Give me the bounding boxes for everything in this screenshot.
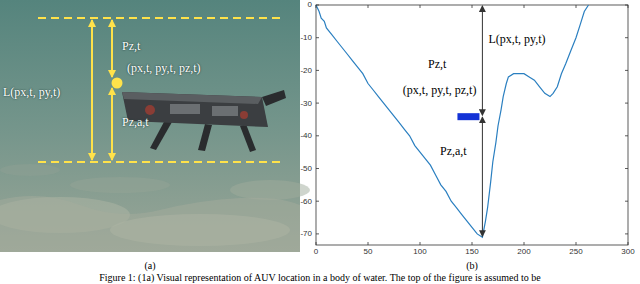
axis-tick — [316, 135, 319, 136]
axis-tick — [316, 201, 319, 202]
axis-tick — [472, 242, 473, 245]
axis-tick-label: -30 — [300, 99, 312, 108]
axis-tick — [316, 37, 319, 38]
axis-tick — [316, 103, 319, 104]
axis-tick — [316, 5, 317, 8]
figure-caption: Figure 1: (1a) Visual representation of … — [99, 272, 541, 284]
axis-tick-label: 150 — [465, 247, 478, 256]
dimension-label: Pz,t — [122, 40, 140, 54]
axis-tick — [625, 5, 628, 6]
axis-tick-label: 250 — [569, 247, 582, 256]
axis-tick — [368, 5, 369, 8]
axis-tick — [625, 168, 628, 169]
axis-tick — [628, 242, 629, 245]
dimension-label: Pz,a,t — [122, 116, 149, 130]
axis-tick — [316, 70, 319, 71]
axis-tick — [420, 5, 421, 8]
axis-tick-label: 0 — [314, 247, 318, 256]
panel-label: (a) — [144, 260, 155, 272]
depth-arrow — [482, 6, 483, 115]
dimension-label: L(px,t, py,t) — [3, 86, 60, 100]
axis-tick-label: -10 — [300, 33, 312, 42]
auv-marker — [457, 113, 479, 120]
auv-robot — [122, 90, 286, 152]
axis-tick-label: -20 — [300, 66, 312, 75]
axis-tick — [576, 5, 577, 8]
depth-plot — [316, 5, 628, 245]
axis-tick — [316, 5, 319, 6]
axis-tick-label: 100 — [413, 247, 426, 256]
depth-profile — [316, 5, 589, 237]
axis-tick-label: -70 — [300, 229, 312, 238]
axis-tick — [625, 233, 628, 234]
underwater-photo — [0, 0, 310, 252]
axis-tick — [625, 70, 628, 71]
dimension-label: L(px,t, py,t) — [488, 33, 545, 47]
axis-tick-label: 50 — [364, 247, 373, 256]
axis-tick — [524, 242, 525, 245]
axis-tick-label: 0 — [308, 0, 312, 9]
axis-tick — [316, 233, 319, 234]
axis-tick — [472, 5, 473, 8]
axis-tick — [625, 37, 628, 38]
axis-tick-label: 200 — [517, 247, 530, 256]
axis-tick — [316, 168, 319, 169]
depth-markers — [38, 18, 282, 162]
panel-label: (b) — [466, 260, 478, 272]
axis-tick — [625, 135, 628, 136]
axis-tick — [628, 5, 629, 8]
axis-tick-label: -50 — [300, 164, 312, 173]
axis-tick-label: -60 — [300, 197, 312, 206]
axis-tick — [524, 5, 525, 8]
axis-tick — [625, 201, 628, 202]
axis-tick-label: 300 — [621, 247, 634, 256]
depth-arrow — [482, 117, 483, 236]
axis-tick — [625, 103, 628, 104]
position-label: (px,t, py,t, pz,t) — [403, 84, 477, 98]
dimension-label: Pz,t — [428, 58, 446, 72]
axis-tick — [420, 242, 421, 245]
dimension-label: Pz,a,t — [440, 145, 467, 159]
axis-tick — [316, 242, 317, 245]
axis-tick — [576, 242, 577, 245]
axis-tick — [368, 242, 369, 245]
axis-tick-label: -40 — [300, 131, 312, 140]
position-label: (px,t, py,t, pz,t) — [127, 62, 201, 76]
